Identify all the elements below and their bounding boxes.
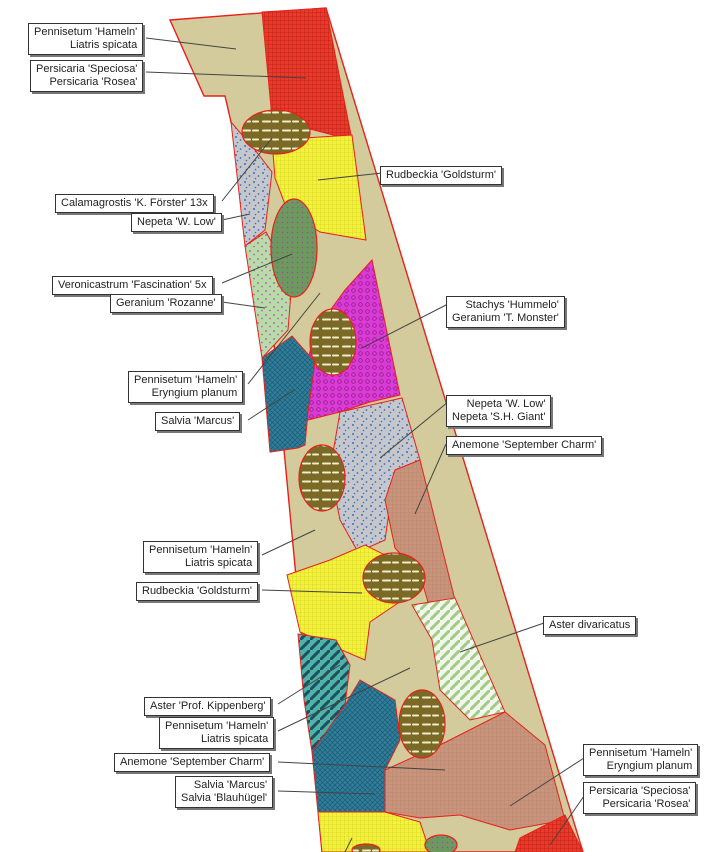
label-rudbeckia-1: Rudbeckia 'Goldsturm' — [380, 166, 502, 185]
label-stachys-geranium: Stachys 'Hummelo' Geranium 'T. Monster' — [446, 296, 565, 328]
label-line: Aster 'Prof. Kippenberg' — [150, 700, 266, 712]
label-persicaria-1: Persicaria 'Speciosa' Persicaria 'Rosea' — [30, 60, 144, 92]
label-line: Pennisetum 'Hameln' — [149, 544, 253, 556]
label-aster-kippenberg: Aster 'Prof. Kippenberg' — [144, 697, 272, 716]
label-anemone-2: Anemone 'September Charm' — [114, 753, 271, 772]
label-line: Pennisetum 'Hameln' — [134, 374, 238, 386]
label-line: Pennisetum 'Hameln' — [589, 747, 693, 759]
label-line: Persicaria 'Speciosa' — [589, 785, 691, 797]
label-aster-divaricatus: Aster divaricatus — [543, 616, 637, 635]
label-line: Liatris spicata — [184, 557, 253, 569]
label-nepeta-2: Nepeta 'W. Low' Nepeta 'S.H. Giant' — [446, 395, 552, 427]
label-line: Pennisetum 'Hameln' — [165, 720, 269, 732]
label-line: Geranium 'Rozanne' — [116, 297, 216, 309]
label-anemone-1: Anemone 'September Charm' — [446, 436, 603, 455]
label-line: Anemone 'September Charm' — [452, 439, 597, 451]
label-line: Anemone 'September Charm' — [120, 756, 265, 768]
label-line: Geranium 'T. Monster' — [452, 312, 559, 324]
label-line: Aster divaricatus — [549, 619, 631, 631]
label-line: Persicaria 'Rosea' — [49, 76, 138, 88]
label-line: Salvia 'Blauhügel' — [181, 792, 268, 804]
label-persicaria-2: Persicaria 'Speciosa' Persicaria 'Rosea' — [583, 782, 697, 814]
label-calamagrostis: Calamagrostis 'K. Förster' 13x — [55, 194, 214, 213]
label-line: Rudbeckia 'Goldsturm' — [386, 169, 496, 181]
label-salvia-2: Salvia 'Marcus' Salvia 'Blauhügel' — [175, 776, 274, 808]
label-line: Salvia 'Marcus' — [161, 415, 235, 427]
label-rudbeckia-2: Rudbeckia 'Goldsturm' — [136, 582, 258, 601]
label-line: Liatris spicata — [69, 39, 138, 51]
label-line: Liatris spicata — [200, 733, 269, 745]
label-line: Nepeta 'W. Low' — [137, 216, 216, 228]
label-veronicastrum: Veronicastrum 'Fascination' 5x — [52, 276, 213, 295]
label-salvia-1: Salvia 'Marcus' — [155, 412, 241, 431]
label-line: Salvia 'Marcus' — [193, 779, 268, 791]
label-pennisetum-liatris-2: Pennisetum 'Hameln' Liatris spicata — [143, 541, 259, 573]
label-geranium-rozanne: Geranium 'Rozanne' — [110, 294, 222, 313]
label-pennisetum-liatris-1: Pennisetum 'Hameln' Liatris spicata — [28, 23, 144, 55]
label-line: Persicaria 'Rosea' — [602, 798, 691, 810]
label-line: Nepeta 'S.H. Giant' — [452, 411, 546, 423]
label-nepeta-1: Nepeta 'W. Low' — [131, 213, 222, 232]
label-line: Persicaria 'Speciosa' — [36, 63, 138, 75]
label-line: Pennisetum 'Hameln' — [34, 26, 138, 38]
label-line: Nepeta 'W. Low' — [466, 398, 546, 410]
label-line: Rudbeckia 'Goldsturm' — [142, 585, 252, 597]
label-pennisetum-eryngium-2: Pennisetum 'Hameln' Eryngium planum — [583, 744, 699, 776]
label-pennisetum-liatris-3: Pennisetum 'Hameln' Liatris spicata — [159, 717, 275, 749]
label-line: Eryngium planum — [151, 387, 238, 399]
label-line: Eryngium planum — [606, 760, 693, 772]
label-line: Veronicastrum 'Fascination' 5x — [58, 279, 207, 291]
label-line: Stachys 'Hummelo' — [465, 299, 559, 311]
label-pennisetum-eryngium-1: Pennisetum 'Hameln' Eryngium planum — [128, 371, 244, 403]
label-line: Calamagrostis 'K. Förster' 13x — [61, 197, 208, 209]
